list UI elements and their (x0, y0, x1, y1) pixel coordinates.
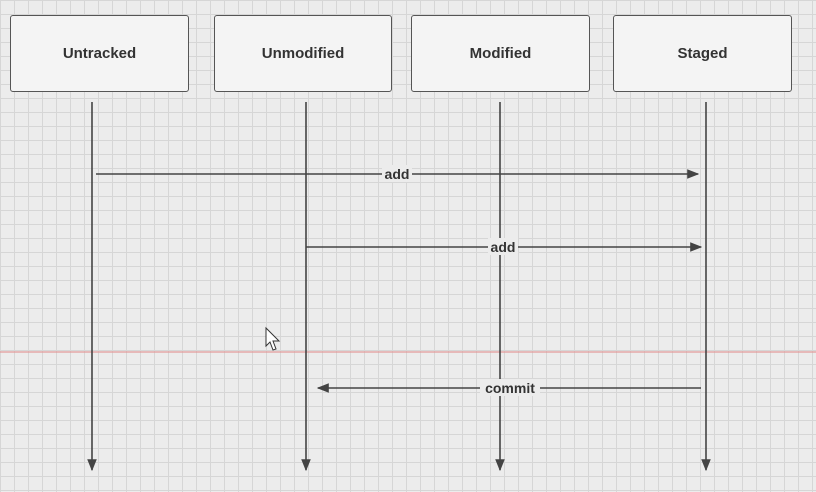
message-label-bg (488, 238, 518, 255)
message-label-bg (480, 379, 540, 396)
mouse-pointer-icon (265, 326, 281, 351)
message-label-commit: commit (485, 380, 535, 396)
message-label-add-2: add (491, 239, 516, 255)
state-box-modified: Modified (411, 15, 590, 92)
state-label-unmodified: Unmodified (261, 45, 345, 62)
message-label-add-1: add (385, 166, 410, 182)
state-box-unmodified: Unmodified (214, 15, 392, 92)
message-label-bg (382, 165, 412, 182)
state-label-untracked: Untracked (62, 45, 137, 62)
state-label-modified: Modified (469, 45, 532, 62)
state-box-untracked: Untracked (10, 15, 189, 92)
state-box-staged: Staged (613, 15, 792, 92)
state-label-staged: Staged (677, 45, 728, 62)
